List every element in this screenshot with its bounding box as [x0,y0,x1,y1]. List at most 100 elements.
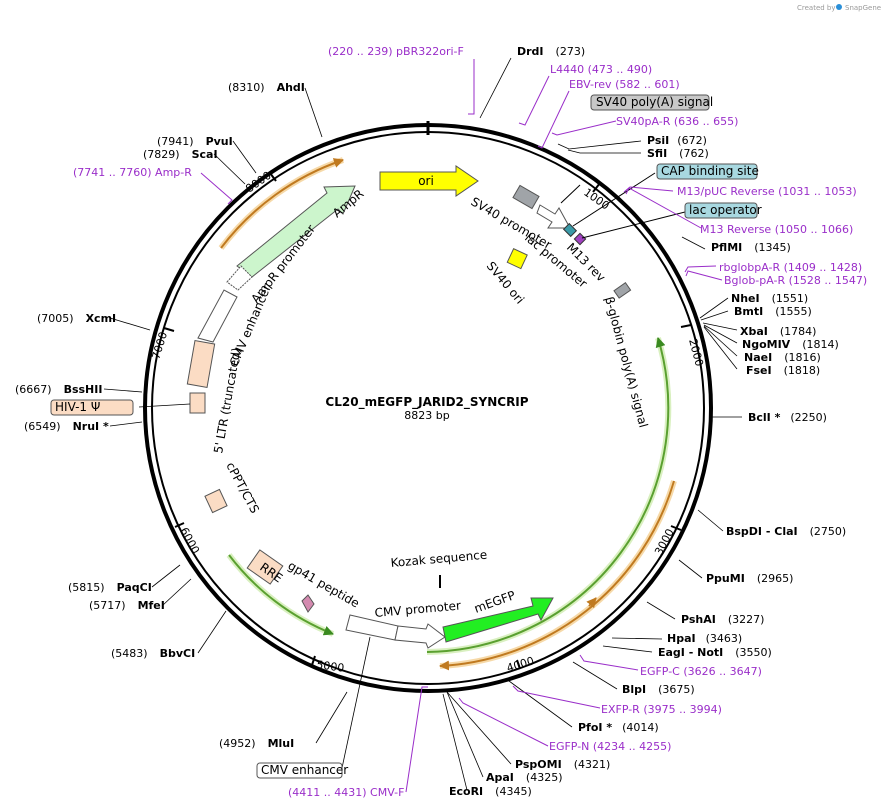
primer-cmv-f[interactable]: (4411 .. 4431) CMV-F [288,786,404,799]
tick-label-6000: 6000 [177,525,202,556]
site-pfoi-name: PfoI * [578,721,612,734]
cmv-promoter-feature[interactable] [394,623,446,649]
site-bsshii-name: BssHII [64,383,103,396]
site-nhei[interactable]: NheI(1551) [731,292,808,305]
ampr-feature[interactable] [236,185,356,278]
primer-egfp-c[interactable]: EGFP-C (3626 .. 3647) [640,665,762,678]
cmv-promoter-box[interactable] [345,614,399,641]
site-nhei-name: NheI [731,292,760,305]
sv40-polya-feature[interactable] [512,184,540,210]
site-mfei[interactable]: (5717)MfeI [89,599,165,612]
primer-amp-r[interactable]: (7741 .. 7760) Amp-R [73,166,192,179]
site-scai-pos: (7829) [143,148,180,161]
site-pfoi[interactable]: PfoI *(4014) [578,721,659,734]
site-hpai[interactable]: HpaI(3463) [667,632,742,645]
site-xbai-pos: (1784) [780,325,817,338]
site-naei[interactable]: NaeI(1816) [744,351,821,364]
bglobin-feature[interactable] [613,282,632,299]
snapgene-logo-icon [836,4,842,10]
site-apai[interactable]: ApaI(4325) [486,771,562,784]
site-bspdi[interactable]: BspDI - ClaI(2750) [726,525,846,538]
site-scai[interactable]: (7829)ScaI [143,148,218,161]
ltr-feature[interactable] [186,340,216,388]
cmv-enhancer-box[interactable] [256,762,343,779]
leader-ppumi [678,559,703,579]
site-bmti[interactable]: BmtI(1555) [734,305,812,318]
site-bsshii-pos: (6667) [15,383,52,396]
site-xcmi[interactable]: (7005)XcmI [37,312,116,325]
site-ahdi-pos: (8310) [228,81,265,94]
site-bcli-name: BclI * [748,411,781,424]
site-ppumi[interactable]: PpuMI(2965) [706,572,793,585]
site-ngomiv[interactable]: NgoMIV(1814) [742,338,839,351]
site-pvui[interactable]: (7941)PvuI [157,135,233,148]
lac-operator-feature[interactable] [573,232,587,246]
primer-leader-exfpr [512,685,601,709]
primer-pbr322ori-f[interactable]: (220 .. 239) pBR322ori-F [328,45,464,58]
cap-feature[interactable] [562,222,578,238]
primer-l4440[interactable]: L4440 (473 .. 490) [550,63,652,76]
ltr-small-feature[interactable] [189,392,206,414]
leader-bmti [700,310,729,321]
sv40-polya-box[interactable] [590,94,710,111]
site-sfii-pos: (762) [679,147,709,160]
rre-feature[interactable] [246,549,284,585]
leader-nrui [109,421,143,427]
tick-1000 [592,182,601,193]
site-ahdi[interactable]: (8310)AhdI [228,81,305,94]
hiv-psi-box[interactable] [50,399,134,416]
lower-orange-arc [439,480,675,671]
site-pshai[interactable]: PshAI(3227) [681,613,764,626]
primer-leader-l4440 [518,75,550,126]
primer-leaders [200,59,723,793]
primer-leader-sv40pa [551,120,617,136]
site-psii[interactable]: PsiI(672) [647,134,707,147]
gp41-feature[interactable] [301,594,315,613]
site-pspomi[interactable]: PspOMI(4321) [515,758,610,771]
site-paqci-name: PaqCI [117,581,152,594]
leader-naei [703,325,738,357]
primer-leader-egfpn [458,697,549,747]
site-drdi[interactable]: DrdI(273) [517,45,585,58]
cmv-enhancer-left-feature[interactable] [197,289,238,343]
ori-label: ori [418,174,434,188]
hiv-psi-box-label: HIV-1 Ψ [55,400,100,414]
ori-feature[interactable] [379,165,479,197]
sv40-promoter-feature[interactable] [536,204,571,229]
site-bsshii[interactable]: (6667) BssHII [15,383,102,396]
primer-m13-puc-reverse[interactable]: M13/pUC Reverse (1031 .. 1053) [677,185,857,198]
leader-hpai [611,637,663,640]
primer-bglob-pa-r[interactable]: Bglob-pA-R (1528 .. 1547) [724,274,867,287]
primer-labels: (220 .. 239) pBR322ori-F L4440 (473 .. 4… [73,45,867,799]
site-blpi[interactable]: BlpI(3675) [622,683,695,696]
site-bcli[interactable]: BclI *(2250) [748,411,827,424]
primer-rbglobpa-r[interactable]: rbglobpA-R (1409 .. 1428) [719,261,862,274]
site-hpai-pos: (3463) [706,632,743,645]
site-fsei[interactable]: FseI(1818) [746,364,820,377]
site-eagi[interactable]: EagI - NotI(3550) [658,646,772,659]
lac-operator-box[interactable] [684,202,758,219]
sv40-ori-feature[interactable] [506,248,528,270]
cap-binding-box[interactable] [656,163,758,180]
site-blpi-name: BlpI [622,683,646,696]
boxed-labels: SV40 poly(A) signal CAP binding site lac… [50,94,762,779]
primer-ebv-rev[interactable]: EBV-rev (582 .. 601) [569,78,680,91]
megfp-feature[interactable] [442,597,554,643]
primer-sv40pa-r[interactable]: SV40pA-R (636 .. 655) [616,115,738,128]
primer-leader-bglob [685,270,723,281]
site-xbai[interactable]: XbaI(1784) [740,325,816,338]
cppt-feature[interactable] [204,488,228,514]
site-paqci[interactable]: (5815)PaqCI [68,581,152,594]
site-nrui[interactable]: (6549)NruI * [24,420,109,433]
leader-drdi [479,57,512,119]
site-sfii[interactable]: SfiI(762) [647,147,709,160]
site-bbvci[interactable]: (5483)BbvCI [111,647,195,660]
site-pvui-name: PvuI [206,135,233,148]
site-ecori[interactable]: EcoRI(4345) [449,785,532,798]
primer-egfp-n[interactable]: EGFP-N (4234 .. 4255) [549,740,671,753]
ampr-promoter-feature[interactable] [226,265,253,291]
primer-exfp-r[interactable]: EXFP-R (3975 .. 3994) [601,703,722,716]
site-mlui[interactable]: (4952)MluI [219,737,294,750]
primer-m13-reverse[interactable]: M13 Reverse (1050 .. 1066) [700,223,853,236]
site-pflmi[interactable]: PflMI(1345) [711,241,791,254]
